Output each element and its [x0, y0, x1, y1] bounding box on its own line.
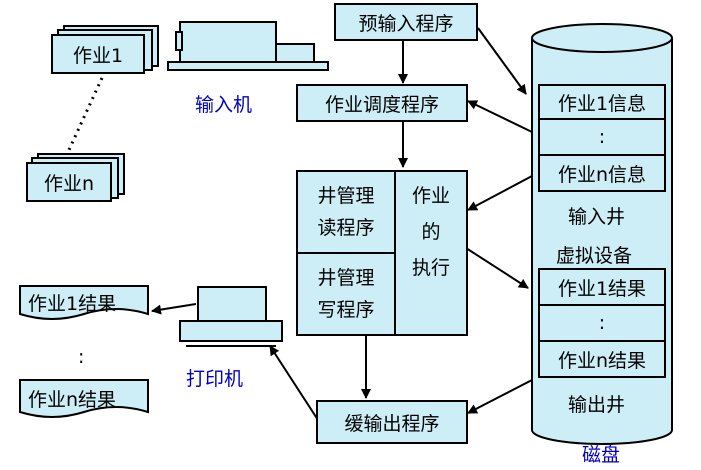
job-card-n: 作业n [26, 162, 112, 202]
printer-label: 打印机 [186, 368, 244, 390]
well-write-program: 井管理 写程序 [296, 252, 396, 336]
job-scheduler-program: 作业调度程序 [296, 84, 468, 122]
well-read-line-1: 井管理 [317, 185, 375, 207]
buffered-output-program: 缓输出程序 [316, 400, 468, 444]
input-machine-label: 输入机 [195, 94, 253, 116]
arrow-printer-to-results [151, 303, 197, 315]
output-well-label: 输出井 [568, 394, 626, 416]
disk-input-item-n: 作业n信息 [538, 154, 666, 192]
result-dots: : [78, 346, 85, 368]
job-card-1: 作业1 [51, 34, 145, 74]
input-machine-icon [167, 21, 329, 71]
well-read-line-2: 读程序 [317, 217, 375, 239]
arrow-disk-to-output [467, 379, 533, 414]
job-exec-line-2: 的 [421, 221, 441, 243]
disk-output-item-dots: : [538, 304, 666, 342]
pre-input-program: 预输入程序 [334, 3, 478, 41]
disk-label: 磁盘 [582, 444, 621, 466]
disk-input-item-dots: : [538, 118, 666, 156]
virtual-device-label: 虚拟设备 [556, 245, 633, 267]
arrow-disk-to-scheduler [467, 100, 533, 133]
job-execution: 作业 的 执行 [394, 170, 468, 336]
input-well-label: 输入井 [568, 206, 626, 228]
well-write-line-2: 写程序 [317, 299, 375, 321]
arrow-wellwrite-to-disk [465, 247, 529, 289]
printer-icon [179, 286, 283, 347]
arrow-preinput-to-disk [477, 27, 527, 95]
arrow-disk-to-wellread [467, 175, 533, 211]
job-exec-line-3: 执行 [411, 257, 450, 279]
flow-arrows [151, 27, 533, 421]
job-dots-connector [66, 77, 104, 153]
result-1-text: 作业1结果 [28, 293, 117, 315]
well-read-program: 井管理 读程序 [296, 170, 396, 254]
well-write-line-1: 井管理 [317, 267, 375, 289]
disk-input-item-1: 作业1信息 [538, 84, 666, 120]
result-n-text: 作业n结果 [28, 389, 117, 411]
job-exec-line-1: 作业 [411, 185, 450, 207]
disk-output-item-1: 作业1结果 [538, 268, 666, 306]
arrow-output-to-printer [269, 345, 319, 421]
result-sheet-1 [19, 285, 149, 320]
disk-output-item-n: 作业n结果 [538, 340, 666, 378]
result-sheet-n [19, 379, 149, 418]
